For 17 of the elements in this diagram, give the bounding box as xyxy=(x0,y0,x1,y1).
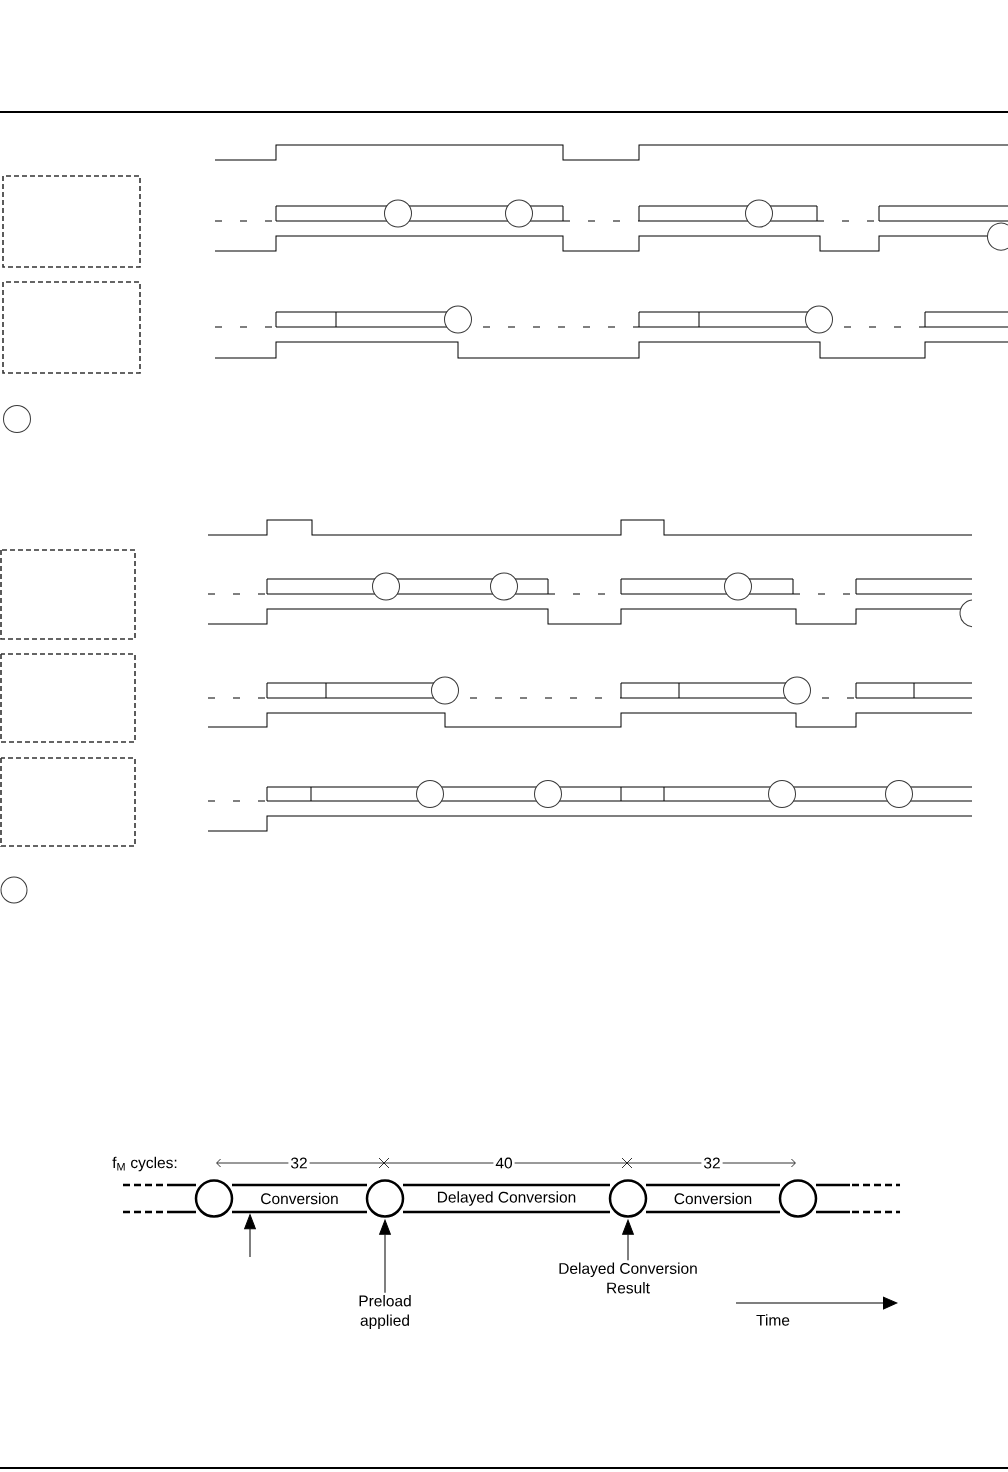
dimension-label: 32 xyxy=(288,1155,310,1171)
band-segment: Delayed Conversion xyxy=(401,1183,612,1214)
transition-circle xyxy=(194,1179,234,1218)
axis-label: f$_{M}$ cycles: xyxy=(112,1156,177,1172)
transition-circle xyxy=(365,1179,405,1218)
band-segment: Conversion xyxy=(230,1183,369,1214)
band-segment: Conversion xyxy=(644,1183,782,1214)
transition-circle xyxy=(778,1179,818,1218)
annotation-text: Preload applied xyxy=(359,1295,411,1329)
arrow xyxy=(622,1219,634,1261)
arrow xyxy=(379,1219,391,1294)
axis-label: Time xyxy=(756,1314,790,1326)
annotation-text: Delayed Conversion Result xyxy=(559,1262,697,1294)
dimension-label: 32 xyxy=(701,1155,723,1171)
arrow xyxy=(244,1214,256,1258)
transition-circle xyxy=(608,1179,648,1218)
dimension-label: 40 xyxy=(493,1155,515,1171)
